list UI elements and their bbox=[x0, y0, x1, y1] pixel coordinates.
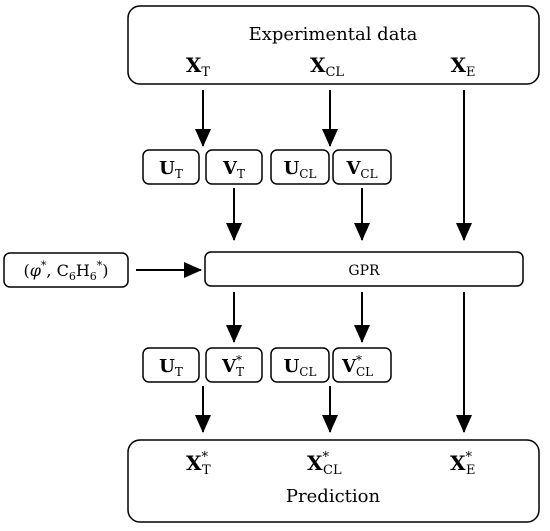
svg-text:(φ*, C6H6*): (φ*, C6H6*) bbox=[23, 259, 108, 283]
pred-x-t: X*T bbox=[186, 450, 211, 478]
experimental-data-title: Experimental data bbox=[249, 24, 418, 45]
var-x-cl: XCL bbox=[310, 53, 344, 80]
lower-vcl-star-box: V*CL bbox=[332, 347, 392, 383]
svg-text:UCL: UCL bbox=[284, 158, 317, 181]
svg-text:UT: UT bbox=[159, 356, 183, 379]
lower-ucl-box: UCL bbox=[270, 347, 330, 383]
svg-text:UCL: UCL bbox=[284, 356, 317, 379]
svg-text:UT: UT bbox=[159, 158, 183, 181]
svg-text:V*T: V*T bbox=[221, 353, 244, 379]
var-x-e: XE bbox=[450, 53, 475, 80]
gpr-box: GPR bbox=[204, 251, 524, 287]
var-x-t: XT bbox=[186, 53, 211, 80]
prediction-title: Prediction bbox=[286, 486, 381, 507]
pred-x-cl: X*CL bbox=[307, 450, 342, 478]
svg-text:V*CL: V*CL bbox=[341, 353, 373, 379]
upper-vcl-box: VCL bbox=[332, 149, 392, 185]
gpr-label: GPR bbox=[348, 263, 380, 279]
experimental-data-box: Experimental data XT XCL XE bbox=[127, 5, 540, 85]
upper-vt-box: VT bbox=[205, 149, 263, 185]
lower-ut-box: UT bbox=[142, 347, 200, 383]
svg-text:VT: VT bbox=[222, 158, 245, 181]
upper-ut-box: UT bbox=[142, 149, 200, 185]
input-parameters-box: (φ*, C6H6*) bbox=[3, 252, 129, 288]
upper-ucl-box: UCL bbox=[270, 149, 330, 185]
svg-text:VCL: VCL bbox=[345, 158, 377, 181]
pred-x-e: X*E bbox=[450, 450, 476, 478]
lower-vt-star-box: V*T bbox=[205, 347, 263, 383]
prediction-box: X*T X*CL X*E Prediction bbox=[127, 439, 540, 523]
